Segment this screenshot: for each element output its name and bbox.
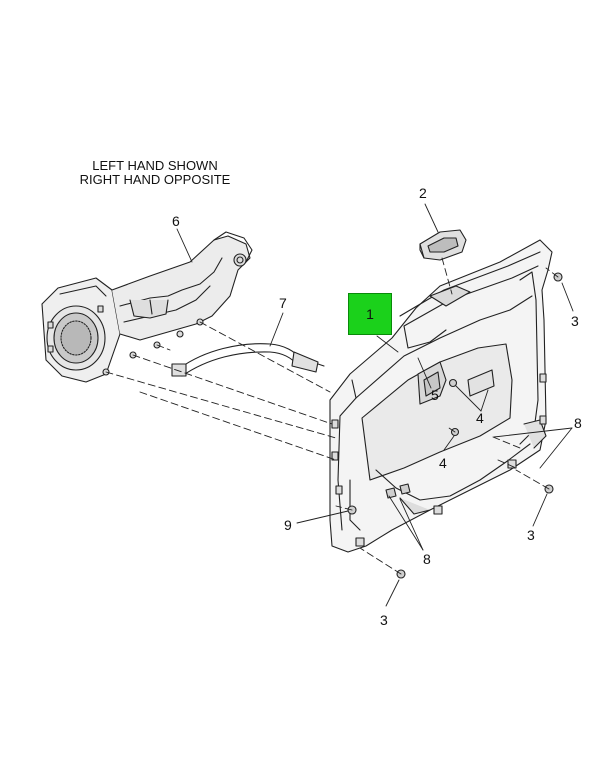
callout-3-bottom: 3	[380, 612, 388, 628]
callout-8-bottom: 8	[423, 551, 431, 567]
door-trim-panel-part-1	[329, 239, 553, 553]
callout-6: 6	[172, 213, 180, 229]
note-line-1: LEFT HAND SHOWN	[92, 158, 218, 173]
callout-4-lower: 4	[439, 455, 447, 471]
callout-1: 1	[366, 306, 374, 322]
callout-3-right: 3	[527, 527, 535, 543]
callout-5: 5	[431, 387, 439, 403]
note-line-2: RIGHT HAND OPPOSITE	[79, 172, 231, 187]
assembly-lines	[105, 257, 559, 575]
callout-4-upper: 4	[476, 410, 484, 426]
callout-8-right: 8	[574, 415, 582, 431]
bezel-part-2	[419, 229, 467, 261]
callout-1-highlight[interactable]: 1	[348, 293, 392, 335]
orientation-note: LEFT HAND SHOWN RIGHT HAND OPPOSITE	[60, 159, 250, 187]
callout-3-top: 3	[571, 313, 579, 329]
callout-9: 9	[284, 517, 292, 533]
wire-harness-part-7	[171, 343, 325, 377]
speaker-housing-part-6	[41, 231, 253, 383]
leader-lines	[176, 203, 574, 607]
callout-7: 7	[279, 295, 287, 311]
callout-2: 2	[419, 185, 427, 201]
